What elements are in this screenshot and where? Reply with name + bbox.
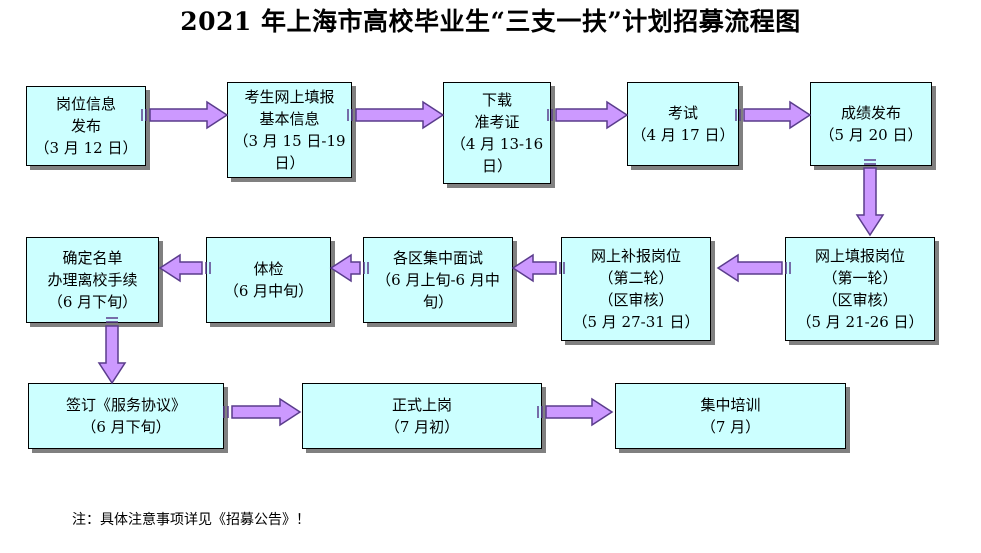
step-text: 正式上岗 bbox=[391, 396, 452, 414]
step-text: 签订《服务协议》 bbox=[65, 396, 186, 414]
flow-arrow-6 bbox=[716, 253, 783, 283]
step-text: （区审核） bbox=[822, 291, 898, 309]
flow-arrow-10 bbox=[97, 325, 127, 385]
step-text: 考试 bbox=[667, 104, 698, 122]
step-box-12: 正式上岗 （7 月初） bbox=[302, 383, 542, 449]
step-box-11: 签订《服务协议》 （6 月下旬） bbox=[28, 383, 224, 449]
step-box-1: 岗位信息发布 （3 月 12 日） bbox=[26, 86, 146, 166]
step-text: （5 月 21-26 日） bbox=[796, 313, 924, 331]
flow-arrow-5 bbox=[855, 167, 885, 237]
step-box-5: 成绩发布 （5 月 20 日） bbox=[810, 82, 932, 166]
step-text: （6 月下旬） bbox=[47, 293, 138, 311]
step-text: （7 月） bbox=[700, 418, 761, 436]
step-text: （3 月 12 日） bbox=[34, 139, 138, 157]
step-text: 日） bbox=[274, 154, 305, 172]
step-box-6: 网上填报岗位 （第一轮） （区审核） （5 月 21-26 日） bbox=[785, 237, 935, 341]
step-text: 岗位信息 bbox=[55, 95, 116, 113]
step-text: 网上补报岗位 bbox=[590, 247, 681, 265]
step-text: 网上填报岗位 bbox=[814, 247, 905, 265]
flow-arrow-2 bbox=[355, 100, 445, 130]
step-box-2: 考生网上填报基本信息 （3 月 15 日-19 日） bbox=[227, 82, 352, 178]
step-text: 考生网上填报 bbox=[244, 88, 335, 106]
flow-arrow-7 bbox=[511, 253, 557, 283]
step-text: （第一轮） bbox=[822, 269, 898, 287]
step-box-4: 考试 （4 月 17 日） bbox=[627, 82, 739, 166]
step-text: （5 月 27-31 日） bbox=[572, 313, 700, 331]
step-text: （7 月初） bbox=[384, 418, 460, 436]
flow-arrow-4 bbox=[743, 100, 812, 130]
step-text: （3 月 15 日-19 bbox=[233, 132, 346, 150]
flow-arrow-9 bbox=[158, 253, 203, 283]
step-box-10: 确定名单办理离校手续 （6 月下旬） bbox=[26, 237, 159, 323]
step-text: 确定名单 bbox=[62, 249, 123, 267]
step-text: （6 月上旬-6 月中 bbox=[376, 271, 500, 289]
step-text: 体检 bbox=[253, 260, 284, 278]
flow-arrow-3 bbox=[555, 100, 629, 130]
flow-arrow-11 bbox=[231, 397, 302, 427]
footnote: 注：具体注意事项详见《招募公告》！ bbox=[72, 512, 310, 528]
step-box-7: 网上补报岗位 （第二轮） （区审核） （5 月 27-31 日） bbox=[561, 237, 711, 341]
step-text: 成绩发布 bbox=[840, 104, 901, 122]
step-box-9: 体检 （6 月中旬） bbox=[206, 237, 331, 323]
step-text: （4 月 13-16 bbox=[450, 135, 544, 153]
step-text: 旬） bbox=[422, 293, 453, 311]
step-text: （6 月中旬） bbox=[223, 282, 314, 300]
step-box-8: 各区集中面试 （6 月上旬-6 月中旬） bbox=[363, 237, 513, 323]
step-text: 办理离校手续 bbox=[47, 271, 138, 289]
flow-arrow-8 bbox=[329, 253, 361, 283]
step-box-13: 集中培训 （7 月） bbox=[615, 383, 846, 449]
step-box-3: 下载准考证 （4 月 13-16 日） bbox=[443, 82, 551, 184]
diagram-title: 2021 年上海市高校毕业生“三支一扶”计划招募流程图 bbox=[180, 7, 801, 36]
step-text: （6 月下旬） bbox=[81, 418, 171, 436]
step-text: 集中培训 bbox=[700, 396, 761, 414]
step-text: 日） bbox=[481, 157, 512, 175]
step-text: 发布 bbox=[70, 117, 101, 135]
flow-arrow-12 bbox=[545, 397, 614, 427]
step-text: （第二轮） bbox=[598, 269, 674, 287]
step-text: 准考证 bbox=[474, 113, 520, 131]
flow-arrow-1 bbox=[149, 100, 229, 130]
step-text: （4 月 17 日） bbox=[631, 126, 735, 144]
step-text: 下载 bbox=[481, 91, 512, 109]
step-text: （5 月 20 日） bbox=[819, 126, 923, 144]
step-text: 基本信息 bbox=[259, 110, 320, 128]
step-text: 各区集中面试 bbox=[392, 249, 483, 267]
step-text: （区审核） bbox=[598, 291, 674, 309]
